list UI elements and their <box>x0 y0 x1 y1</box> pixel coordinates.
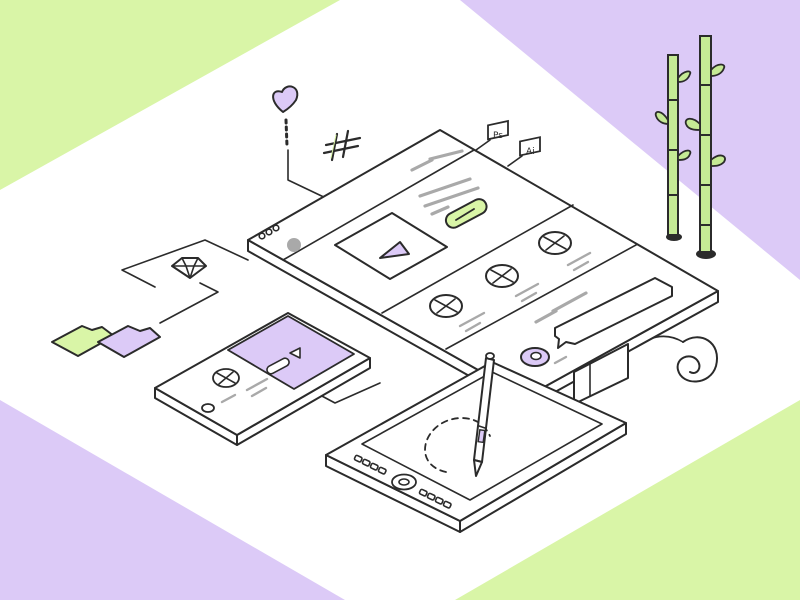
tablet-button <box>266 357 290 375</box>
image-placeholder <box>538 231 572 255</box>
illustrator-badge-label: Ai <box>526 147 535 157</box>
video-panel <box>334 212 448 280</box>
window-dot <box>272 224 280 232</box>
image-placeholder <box>485 264 519 288</box>
bg-purple-bottom-left <box>0 400 345 600</box>
photoshop-badge-label: Ps <box>493 131 503 141</box>
photoshop-badge: Ps <box>475 119 509 151</box>
comment-bubble <box>554 277 673 349</box>
browser-window <box>247 129 719 409</box>
heart-icon <box>272 85 299 148</box>
window-dot <box>265 228 273 236</box>
hashtag-icon <box>322 129 362 162</box>
play-icon <box>289 347 301 359</box>
tablet-device <box>154 312 371 446</box>
diamond-icon <box>171 257 207 279</box>
image-placeholder <box>429 294 463 318</box>
window-dot <box>258 232 266 240</box>
bg-green-bottom-right <box>455 400 800 600</box>
bg-green-top-left <box>0 0 340 190</box>
home-button <box>201 403 215 413</box>
folder-icon <box>51 325 161 358</box>
stand <box>573 343 629 405</box>
touch-ring <box>391 473 417 491</box>
avatar <box>287 238 301 252</box>
play-icon <box>379 241 410 259</box>
illustrator-badge: Ai <box>507 136 541 167</box>
pie-chart-icon <box>520 347 550 367</box>
pen-stylus-icon <box>473 352 495 477</box>
bamboo-icon <box>654 35 726 259</box>
folder-purple <box>97 325 161 358</box>
cta-button <box>444 198 488 229</box>
express-keys-left <box>353 454 387 475</box>
express-keys-right <box>418 488 452 509</box>
spiral-icon <box>676 336 719 383</box>
image-placeholder <box>212 368 240 388</box>
folder-green <box>51 325 115 357</box>
